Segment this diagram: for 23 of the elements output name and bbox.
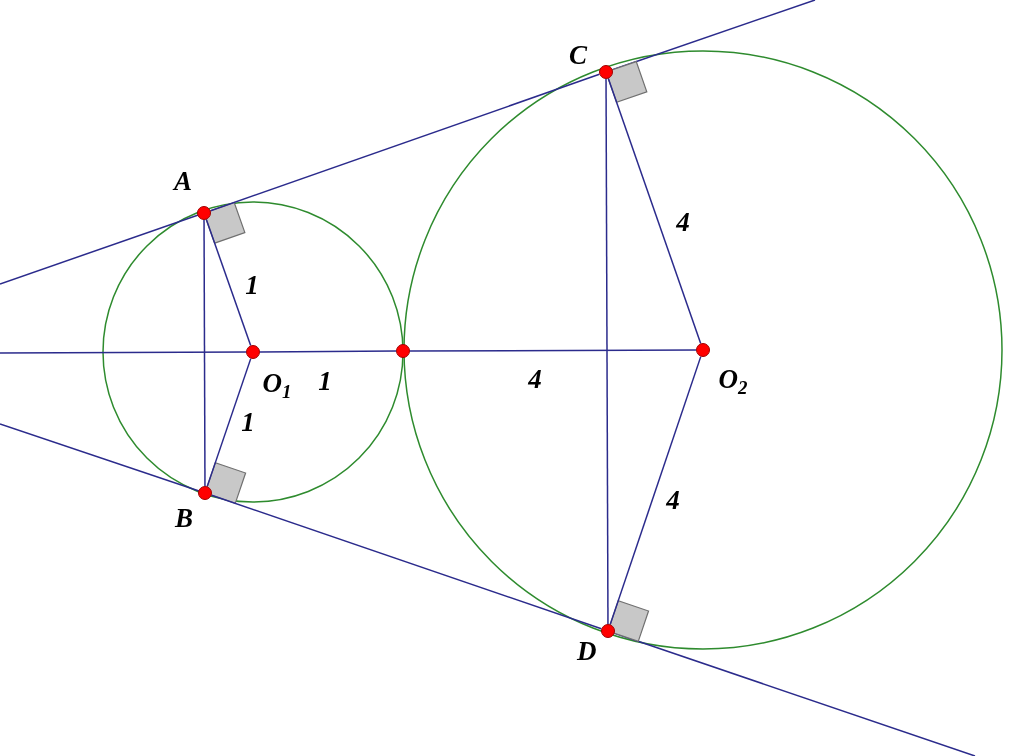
line-segment xyxy=(609,355,702,626)
line-segment xyxy=(259,350,397,353)
point-label: A xyxy=(174,167,192,195)
point-marker xyxy=(696,343,710,357)
line-segment xyxy=(209,73,601,212)
point-marker xyxy=(246,345,260,359)
line-segment xyxy=(206,357,252,488)
point-marker xyxy=(599,65,613,79)
point-marker xyxy=(197,206,211,220)
line-segment xyxy=(605,78,609,625)
point-label: O$_{2}$ xyxy=(718,366,748,398)
point-marker xyxy=(601,624,615,638)
point-label: D xyxy=(577,637,597,665)
point-marker xyxy=(198,486,212,500)
point-label: B xyxy=(175,504,193,532)
line-segment xyxy=(409,349,697,352)
line-segment xyxy=(607,77,702,345)
point-marker xyxy=(396,344,410,358)
line-segment xyxy=(203,219,206,487)
point-label: C xyxy=(569,41,587,69)
line-segment xyxy=(205,218,252,347)
line-segment xyxy=(210,494,603,630)
point-label: O$_{1}$ xyxy=(262,370,292,402)
